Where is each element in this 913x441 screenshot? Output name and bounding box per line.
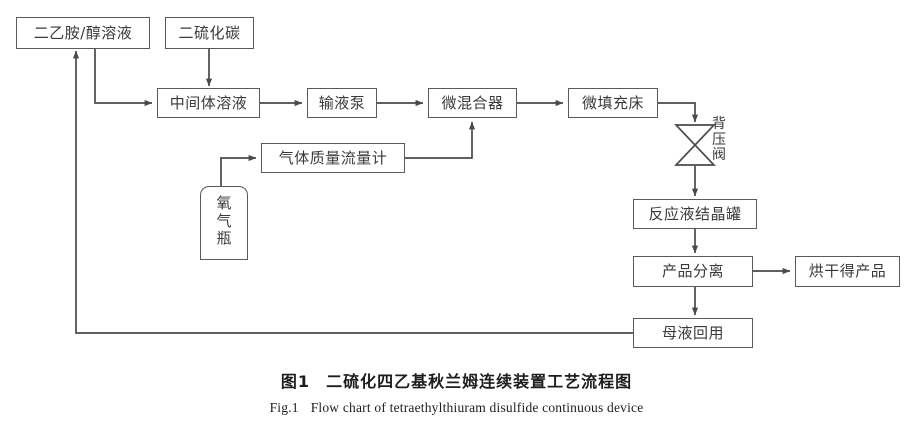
node-micromixer[interactable]: 微混合器 [428, 88, 517, 118]
edge-recycle-to-amine [72, 50, 633, 334]
back-pressure-valve-symbol [674, 124, 716, 166]
edge-amine-to-intermediate [94, 48, 153, 107]
node-oxygen-cylinder[interactable]: 氧 气 瓶 [200, 186, 248, 260]
node-product-separation[interactable]: 产品分离 [633, 256, 753, 287]
node-reaction-crystallizer[interactable]: 反应液结晶罐 [633, 199, 757, 229]
node-product-separation-label: 产品分离 [661, 262, 724, 280]
back-pressure-valve-label: 背 压 阀 [710, 116, 728, 164]
back-pressure-valve-char-3: 阀 [712, 147, 726, 164]
node-diethylamine[interactable]: 二乙胺/醇溶液 [16, 17, 150, 49]
node-gas-mass-flow-meter[interactable]: 气体质量流量计 [261, 143, 405, 173]
node-gas-mass-flow-meter-label: 气体质量流量计 [278, 148, 388, 167]
figure-caption-chinese: 图1 二硫化四乙基秋兰姆连续装置工艺流程图 [0, 368, 913, 392]
node-diethylamine-label: 二乙胺/醇溶液 [33, 23, 133, 42]
node-reaction-crystallizer-label: 反应液结晶罐 [648, 204, 742, 223]
edge-flowmeter-to-micromixer [405, 121, 476, 159]
figure-title-en: Flow chart of tetraethylthiuram disulfid… [310, 400, 644, 415]
figure-number-en: Fig.1 [269, 400, 299, 415]
node-mother-liquor-recycle-label: 母液回用 [661, 323, 724, 342]
node-oxygen-cylinder-char-2: 气 [216, 211, 232, 230]
figure-title-cn: 二硫化四乙基秋兰姆连续装置工艺流程图 [326, 372, 633, 391]
node-infusion-pump[interactable]: 输液泵 [307, 88, 377, 118]
node-carbon-disulfide-label: 二硫化碳 [178, 23, 241, 42]
node-carbon-disulfide[interactable]: 二硫化碳 [165, 17, 254, 49]
node-intermediate-solution[interactable]: 中间体溶液 [157, 88, 260, 118]
node-mother-liquor-recycle[interactable]: 母液回用 [633, 318, 753, 348]
back-pressure-valve-char-1: 背 [712, 116, 726, 132]
node-micromixer-label: 微混合器 [441, 93, 504, 112]
node-oxygen-cylinder-char-3: 瓶 [216, 229, 232, 248]
node-oxygen-cylinder-char-1: 氧 [216, 194, 232, 212]
figure-number-cn: 图1 [280, 372, 311, 391]
edge-bed-to-valve [658, 102, 699, 123]
edge-cylinder-to-flowmeter [220, 154, 257, 186]
node-micro-packed-bed-label: 微填充床 [581, 93, 644, 112]
back-pressure-valve-char-2: 压 [712, 131, 726, 148]
figure-caption-english: Fig.1 Flow chart of tetraethylthiuram dis… [0, 400, 913, 416]
node-dried-product[interactable]: 烘干得产品 [795, 256, 900, 287]
node-intermediate-solution-label: 中间体溶液 [169, 93, 248, 112]
node-dried-product-label: 烘干得产品 [808, 262, 887, 280]
node-micro-packed-bed[interactable]: 微填充床 [568, 88, 658, 118]
node-infusion-pump-label: 输液泵 [318, 93, 366, 112]
